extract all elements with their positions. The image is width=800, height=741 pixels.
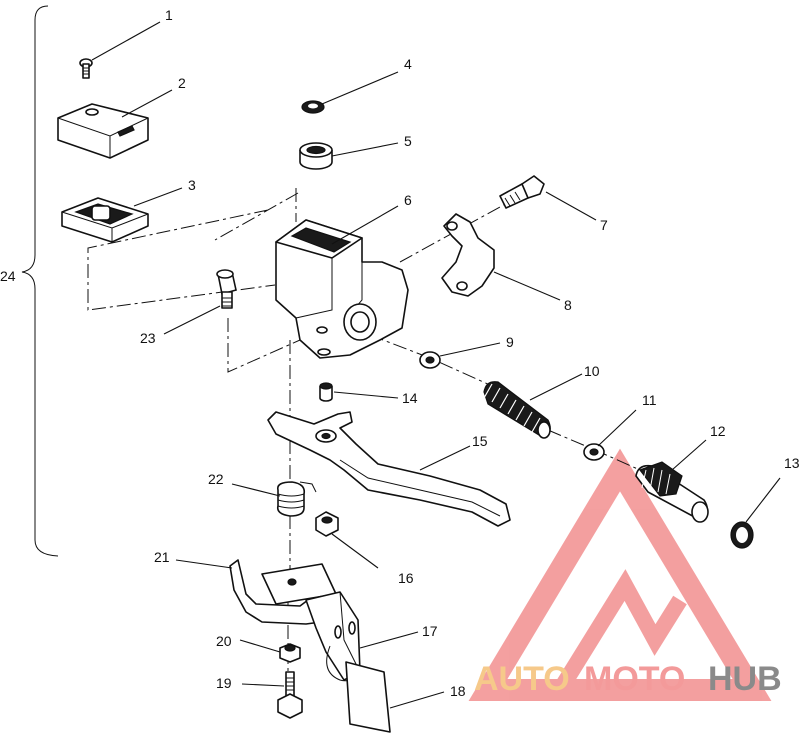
reservoir-diaphragm — [61, 197, 149, 243]
handlebar-clamp — [441, 213, 495, 297]
alignment-line — [369, 334, 491, 386]
callout-11: 11 — [642, 392, 657, 408]
pivot-bushing — [319, 382, 333, 402]
callout-13: 13 — [784, 455, 800, 471]
washer-11 — [583, 443, 605, 461]
watermark-moto: MOTO — [584, 660, 685, 698]
washer-4 — [301, 100, 325, 114]
callout-8: 8 — [564, 297, 572, 313]
piston-assembly — [635, 461, 709, 523]
pivot-bolt — [216, 269, 237, 309]
switch-screw — [277, 671, 303, 719]
callout-1: 1 — [165, 7, 173, 23]
callout-15: 15 — [472, 433, 488, 449]
callout-4: 4 — [404, 56, 412, 72]
assembly-bracket — [21, 5, 59, 557]
callout-10: 10 — [584, 363, 600, 379]
callout-2: 2 — [178, 75, 186, 91]
callout-24: 24 — [0, 268, 16, 284]
watermark-hub: HUB — [708, 660, 782, 698]
warning-decal — [345, 661, 391, 733]
callout-18: 18 — [450, 683, 466, 699]
o-ring — [730, 521, 754, 549]
reservoir-cover — [57, 103, 149, 159]
torsion-spring — [276, 481, 317, 517]
callout-21: 21 — [154, 549, 170, 565]
switch-washer — [279, 643, 301, 663]
callout-14: 14 — [402, 390, 418, 406]
alignment-line — [227, 318, 301, 373]
callout-9: 9 — [506, 334, 514, 350]
callout-5: 5 — [404, 133, 412, 149]
callout-7: 7 — [600, 217, 608, 233]
callout-12: 12 — [710, 423, 726, 439]
callout-17: 17 — [422, 623, 438, 639]
lever-nut — [315, 511, 339, 537]
master-cylinder-body — [275, 219, 409, 359]
brake-lever — [267, 411, 511, 527]
watermark-text: AUTO MOTO HUB — [474, 660, 782, 698]
callout-16: 16 — [398, 570, 414, 586]
clamp-bolt — [499, 175, 545, 209]
callout-3: 3 — [188, 177, 196, 193]
callout-6: 6 — [404, 192, 412, 208]
watermark-logo-icon — [468, 448, 772, 701]
reservoir-screw — [79, 58, 93, 79]
callout-23: 23 — [140, 330, 156, 346]
leader-lines — [91, 21, 781, 709]
bushing-5 — [299, 142, 333, 170]
callout-20: 20 — [216, 633, 232, 649]
alignment-line — [87, 192, 299, 311]
callout-22: 22 — [208, 471, 224, 487]
washer-9 — [419, 351, 441, 369]
callout-19: 19 — [216, 675, 232, 691]
piston-boot — [483, 381, 551, 439]
watermark-auto: AUTO — [474, 660, 570, 698]
